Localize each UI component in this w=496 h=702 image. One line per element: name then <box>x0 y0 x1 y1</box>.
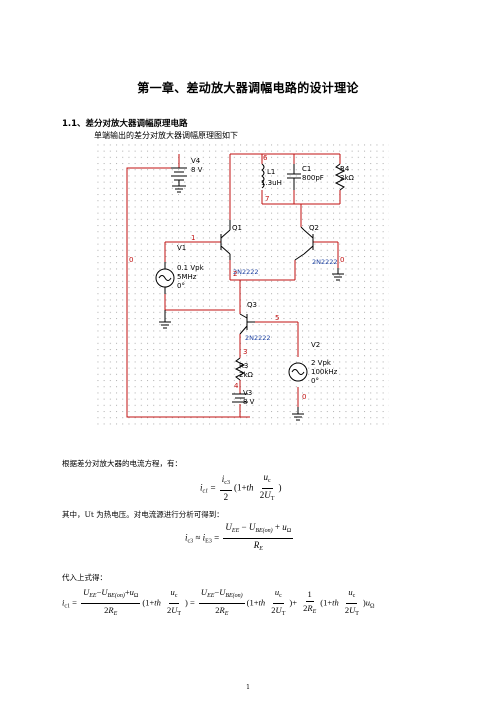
c1-value: 800pF <box>302 174 324 182</box>
c1-name: C1 <box>302 165 311 173</box>
v3-value: 8 V <box>243 398 255 406</box>
l1-name: L1 <box>267 168 275 176</box>
paragraph-thermal-voltage: 其中，Ut 为热电压。对电流源进行分析可得到： <box>62 510 224 519</box>
node-7: 7 <box>265 195 269 203</box>
q1-name: Q1 <box>232 224 242 232</box>
node-2: 2 <box>233 270 237 278</box>
r3-name: R3 <box>239 362 248 370</box>
page-number: 1 <box>246 684 250 691</box>
v1-amp: 0.1 Vpk <box>177 264 205 272</box>
r4-name: R4 <box>340 165 350 173</box>
q2-model: 2N2222 <box>312 258 338 266</box>
node-3: 3 <box>243 348 247 356</box>
paragraph-substitute: 代入上式得： <box>62 573 107 582</box>
v2-phase: 0° <box>311 377 319 385</box>
section-heading: 1.1、差分对放大器调幅原理电路 <box>62 119 188 129</box>
q2-name: Q2 <box>309 224 319 232</box>
node-0-q2: 0 <box>340 256 344 264</box>
node-0-left: 0 <box>129 256 133 264</box>
v4-name: V4 <box>191 157 201 165</box>
v1-name: V1 <box>177 244 186 252</box>
intro-text: 单端输出的差分对放大器调幅原理图如下 <box>94 131 238 140</box>
node-0-v2: 0 <box>302 393 306 401</box>
v1-phase: 0° <box>177 282 185 290</box>
v1-freq: 5MHz <box>177 273 197 281</box>
v2-name: V2 <box>311 341 320 349</box>
node-5: 5 <box>275 314 279 322</box>
v4-value: 8 V <box>191 166 203 174</box>
chapter-title: 第一章、差动放大器调幅电路的设计理论 <box>137 81 359 95</box>
circuit-schematic: V4 8 V L1 1.3uH C1 800pF R4 2kΩ Q1 Q2 V1… <box>95 142 389 426</box>
v2-freq: 100kHz <box>311 368 338 376</box>
node-1: 1 <box>191 234 195 242</box>
l1-value: 1.3uH <box>261 179 282 187</box>
v3-name: V3 <box>243 389 252 397</box>
v2-amp: 2 Vpk <box>311 359 332 367</box>
q3-model: 2N2222 <box>245 334 271 342</box>
q1-model: 2N2222 <box>233 268 259 276</box>
node-4: 4 <box>234 382 239 390</box>
paragraph-current-equation: 根据差分对放大器的电流方程，有： <box>62 459 182 468</box>
r3-value: 2kΩ <box>239 371 254 379</box>
node-6: 6 <box>263 154 268 162</box>
r4-value: 2kΩ <box>340 174 355 182</box>
q3-name: Q3 <box>247 301 257 309</box>
